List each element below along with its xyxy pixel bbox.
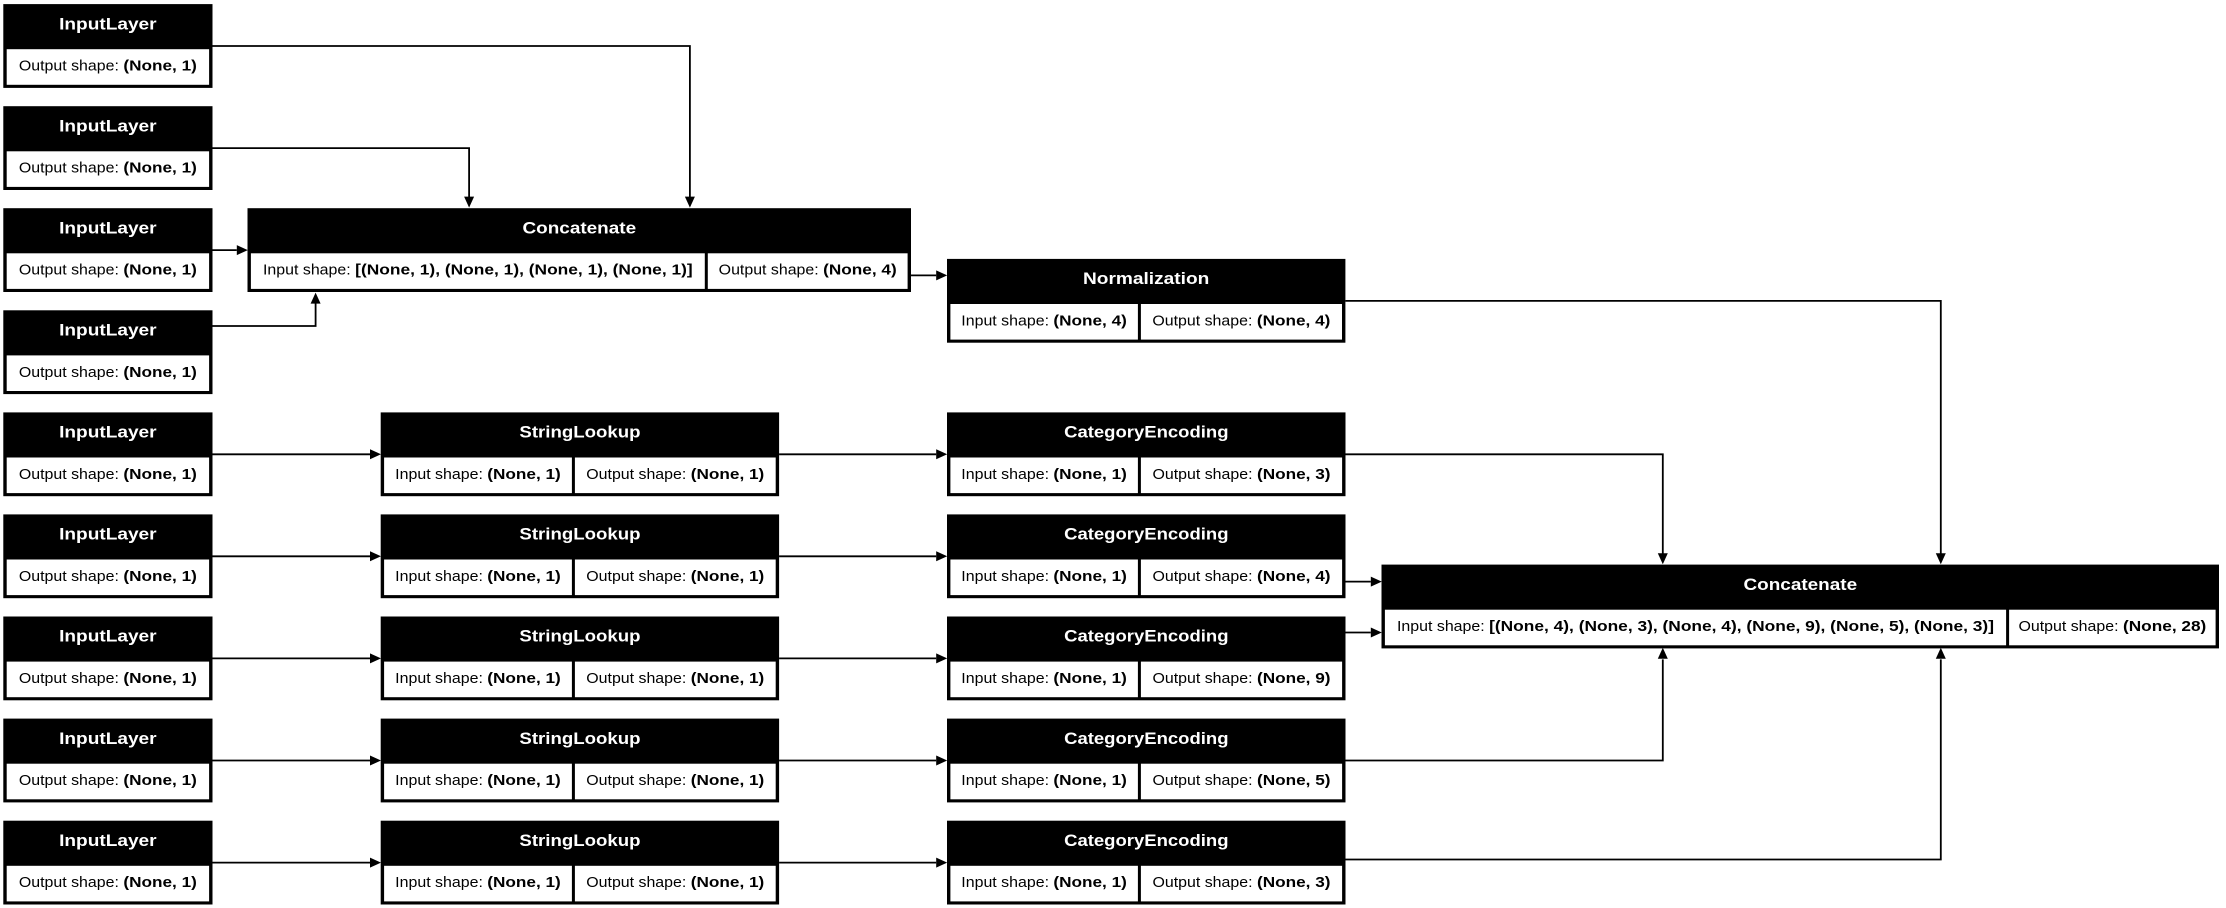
- svg-text:(None, 1): (None, 1): [123, 365, 197, 381]
- svg-text:(None, 4): (None, 4): [1257, 569, 1331, 585]
- svg-text:(None, 1): (None, 1): [123, 875, 197, 891]
- svg-text:Input shape:: Input shape:: [263, 263, 351, 279]
- svg-text:(None, 1): (None, 1): [691, 773, 765, 789]
- svg-text:(None, 1): (None, 1): [123, 467, 197, 483]
- svg-text:InputLayer: InputLayer: [59, 627, 157, 646]
- svg-text:(None, 4): (None, 4): [1257, 313, 1331, 329]
- svg-text:(None, 1): (None, 1): [691, 671, 765, 687]
- svg-text:Output shape:: Output shape:: [19, 263, 119, 279]
- svg-text:Input shape:: Input shape:: [961, 467, 1049, 483]
- svg-text:(None, 1): (None, 1): [487, 671, 561, 687]
- svg-text:(None, 3): (None, 3): [1257, 875, 1331, 891]
- svg-text:Input shape:: Input shape:: [961, 875, 1049, 891]
- svg-text:(None, 5): (None, 5): [1257, 773, 1331, 789]
- svg-text:(None, 1): (None, 1): [123, 569, 197, 585]
- svg-text:Input shape:: Input shape:: [961, 313, 1049, 329]
- svg-text:(None, 1): (None, 1): [1053, 773, 1127, 789]
- svg-text:InputLayer: InputLayer: [59, 218, 157, 237]
- svg-text:[(None, 1), (None, 1), (None,: [(None, 1), (None, 1), (None, 1), (None,…: [355, 263, 693, 279]
- svg-text:(None, 1): (None, 1): [123, 161, 197, 177]
- svg-text:Concatenate: Concatenate: [1744, 575, 1858, 594]
- svg-text:(None, 1): (None, 1): [1053, 875, 1127, 891]
- svg-text:CategoryEncoding: CategoryEncoding: [1064, 525, 1228, 544]
- svg-text:(None, 1): (None, 1): [691, 875, 765, 891]
- svg-text:CategoryEncoding: CategoryEncoding: [1064, 831, 1228, 850]
- svg-text:Output shape:: Output shape:: [586, 467, 686, 483]
- svg-text:(None, 9): (None, 9): [1257, 671, 1331, 687]
- svg-text:Input shape:: Input shape:: [961, 773, 1049, 789]
- svg-text:Output shape:: Output shape:: [1153, 773, 1253, 789]
- svg-text:(None, 1): (None, 1): [1053, 671, 1127, 687]
- svg-text:InputLayer: InputLayer: [59, 831, 157, 850]
- svg-text:(None, 1): (None, 1): [487, 773, 561, 789]
- svg-text:(None, 1): (None, 1): [487, 569, 561, 585]
- svg-text:Output shape:: Output shape:: [19, 773, 119, 789]
- svg-text:Input shape:: Input shape:: [961, 671, 1049, 687]
- svg-text:(None, 1): (None, 1): [123, 671, 197, 687]
- svg-text:(None, 1): (None, 1): [487, 875, 561, 891]
- svg-text:Output shape:: Output shape:: [19, 875, 119, 891]
- svg-text:(None, 1): (None, 1): [487, 467, 561, 483]
- svg-text:CategoryEncoding: CategoryEncoding: [1064, 423, 1228, 442]
- svg-text:(None, 28): (None, 28): [2123, 619, 2206, 635]
- svg-text:Input shape:: Input shape:: [395, 467, 483, 483]
- svg-text:Concatenate: Concatenate: [523, 218, 637, 237]
- svg-text:Output shape:: Output shape:: [19, 59, 119, 75]
- svg-text:StringLookup: StringLookup: [519, 525, 640, 544]
- svg-text:StringLookup: StringLookup: [519, 729, 640, 748]
- svg-text:Output shape:: Output shape:: [586, 773, 686, 789]
- svg-text:Output shape:: Output shape:: [1153, 671, 1253, 687]
- svg-text:(None, 1): (None, 1): [123, 773, 197, 789]
- svg-text:(None, 1): (None, 1): [123, 59, 197, 75]
- svg-text:InputLayer: InputLayer: [59, 525, 157, 544]
- svg-text:(None, 1): (None, 1): [691, 467, 765, 483]
- svg-text:Input shape:: Input shape:: [1397, 619, 1485, 635]
- svg-text:(None, 4): (None, 4): [1053, 313, 1127, 329]
- svg-text:InputLayer: InputLayer: [59, 729, 157, 748]
- svg-text:Output shape:: Output shape:: [1153, 569, 1253, 585]
- svg-text:InputLayer: InputLayer: [59, 423, 157, 442]
- svg-text:(None, 1): (None, 1): [1053, 569, 1127, 585]
- svg-text:Normalization: Normalization: [1083, 269, 1209, 288]
- svg-text:Output shape:: Output shape:: [1153, 875, 1253, 891]
- svg-text:Output shape:: Output shape:: [19, 671, 119, 687]
- svg-text:InputLayer: InputLayer: [59, 14, 157, 33]
- svg-text:Output shape:: Output shape:: [19, 467, 119, 483]
- svg-text:InputLayer: InputLayer: [59, 321, 157, 340]
- svg-text:CategoryEncoding: CategoryEncoding: [1064, 729, 1228, 748]
- svg-text:Input shape:: Input shape:: [395, 569, 483, 585]
- svg-text:InputLayer: InputLayer: [59, 116, 157, 135]
- svg-text:(None, 1): (None, 1): [1053, 467, 1127, 483]
- svg-text:Output shape:: Output shape:: [586, 569, 686, 585]
- svg-text:CategoryEncoding: CategoryEncoding: [1064, 627, 1228, 646]
- svg-text:[(None, 4), (None, 3), (None,: [(None, 4), (None, 3), (None, 4), (None,…: [1489, 619, 1994, 635]
- svg-text:Output shape:: Output shape:: [19, 161, 119, 177]
- svg-text:StringLookup: StringLookup: [519, 423, 640, 442]
- svg-text:Output shape:: Output shape:: [719, 263, 819, 279]
- svg-text:Output shape:: Output shape:: [19, 569, 119, 585]
- svg-text:Output shape:: Output shape:: [1152, 313, 1252, 329]
- svg-text:Output shape:: Output shape:: [2019, 619, 2119, 635]
- svg-text:Input shape:: Input shape:: [395, 773, 483, 789]
- svg-text:Output shape:: Output shape:: [19, 365, 119, 381]
- svg-text:Output shape:: Output shape:: [1153, 467, 1253, 483]
- svg-text:(None, 4): (None, 4): [823, 263, 897, 279]
- svg-text:(None, 1): (None, 1): [691, 569, 765, 585]
- svg-text:Output shape:: Output shape:: [586, 671, 686, 687]
- svg-text:StringLookup: StringLookup: [519, 831, 640, 850]
- svg-text:Input shape:: Input shape:: [395, 671, 483, 687]
- svg-text:StringLookup: StringLookup: [519, 627, 640, 646]
- svg-text:Input shape:: Input shape:: [961, 569, 1049, 585]
- svg-text:(None, 1): (None, 1): [123, 263, 197, 279]
- svg-text:Input shape:: Input shape:: [395, 875, 483, 891]
- svg-text:(None, 3): (None, 3): [1257, 467, 1331, 483]
- svg-text:Output shape:: Output shape:: [586, 875, 686, 891]
